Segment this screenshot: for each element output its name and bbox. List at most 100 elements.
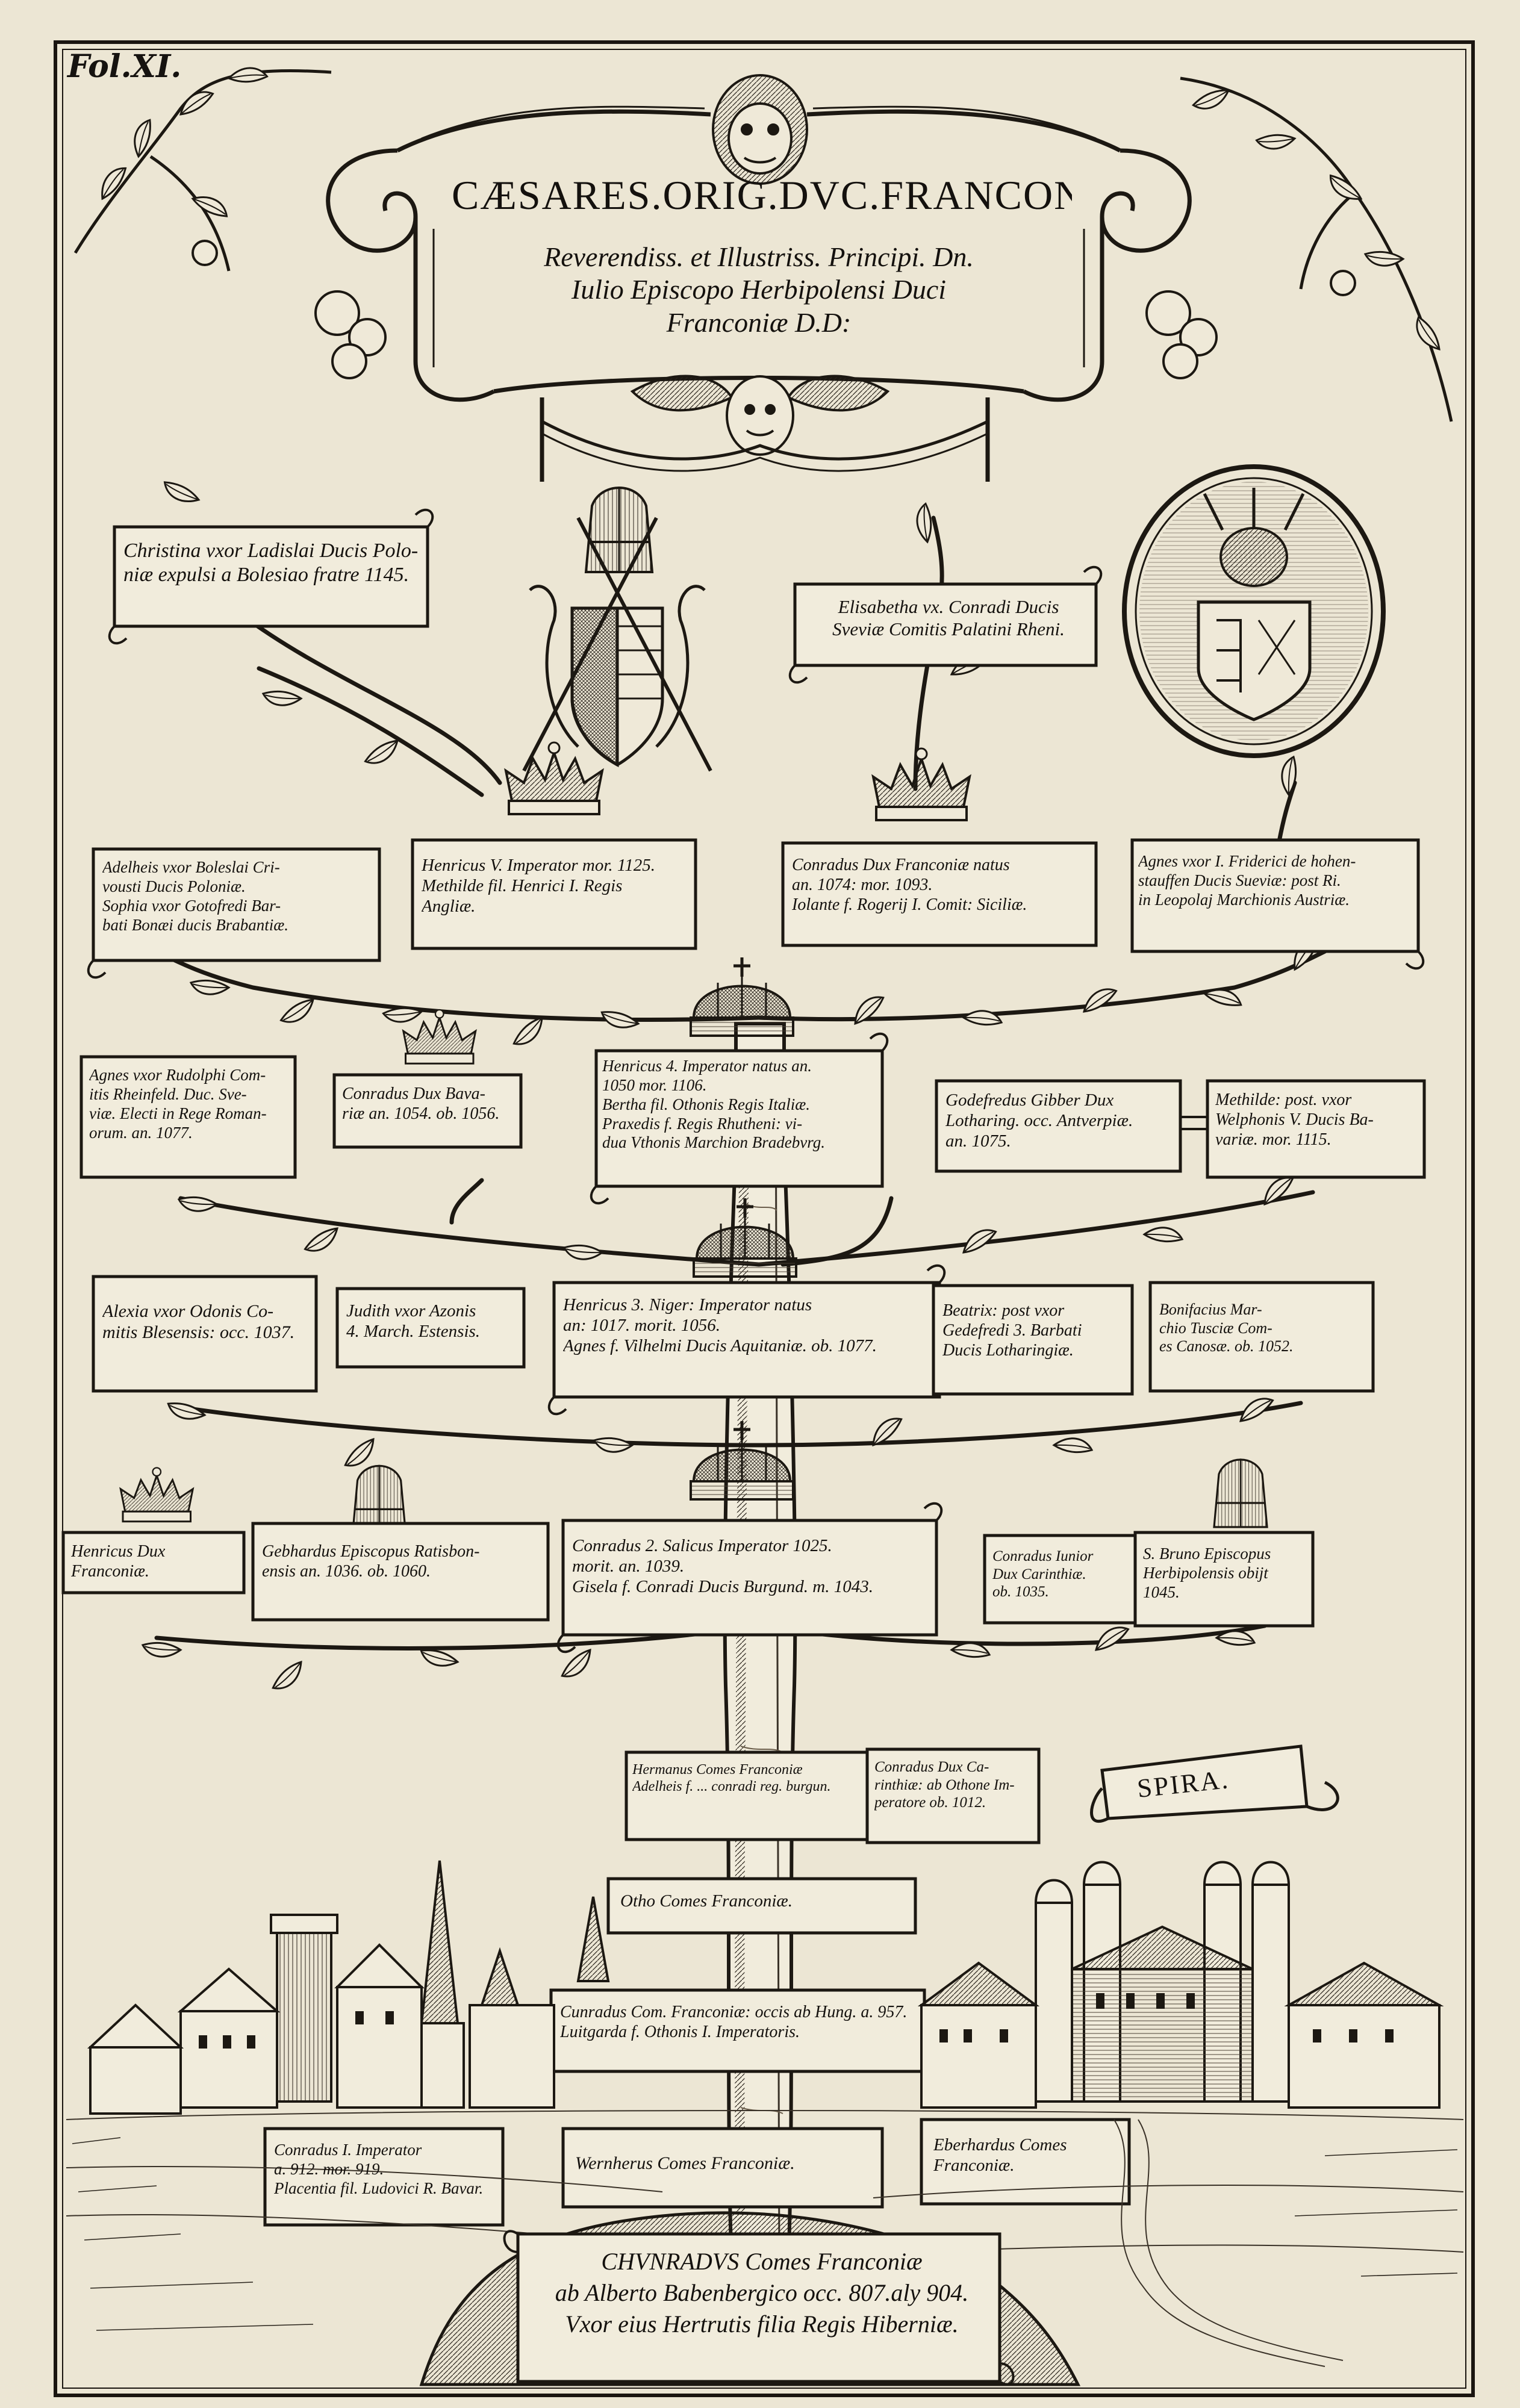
label-line: niæ expulsi a Bolesiao fratre 1145.: [123, 564, 410, 586]
label-beatrix: Beatrix: post vxor Gedefredi 3. Barbati …: [942, 1301, 1126, 1385]
label-line: an: 1017. morit. 1056.: [563, 1316, 720, 1336]
folio-number: Fol.XI.: [66, 48, 181, 85]
label-methilde: Methilde: post. vxor Welphonis V. Ducis …: [1215, 1090, 1420, 1171]
label-henricus-v: Henricus V. Imperator mor. 1125. Methild…: [422, 855, 690, 939]
label-line: Adelheis f. ... conradi reg. burgun.: [632, 1779, 831, 1795]
label-line: Conradus Dux Ca-: [874, 1759, 989, 1775]
label-agnes-hohenstauffen: Agnes vxor I. Friderici de hohen- stauff…: [1138, 852, 1415, 942]
label-line: 4. March. Estensis.: [346, 1322, 481, 1342]
label-line: Conradus Dux Franconiæ natus: [792, 856, 1010, 874]
label-line: Franconiæ.: [71, 1562, 149, 1581]
label-line: ensis an. 1036. ob. 1060.: [262, 1562, 431, 1581]
label-line: Iolante f. Rogerij I. Comit: Siciliæ.: [792, 895, 1027, 915]
label-line: variæ. mor. 1115.: [1215, 1130, 1332, 1150]
label-line: Conradus 2. Salicus Imperator 1025.: [572, 1536, 832, 1555]
label-line: itis Rheinfeld. Duc. Sve-: [89, 1084, 247, 1103]
label-line: Herbipolensis obijt: [1143, 1563, 1268, 1582]
label-line: Conradus Dux Bava-: [342, 1084, 485, 1103]
label-line: a. 912. mor. 919.: [274, 2159, 384, 2178]
label-line: Gedefredi 3. Barbati: [942, 1321, 1082, 1340]
label-cunradus: Cunradus Com. Franconiæ: occis ab Hung. …: [560, 2002, 918, 2065]
label-line: es Canosæ. ob. 1052.: [1159, 1337, 1294, 1355]
label-line: dua Vthonis Marchion Bradebvrg.: [602, 1133, 825, 1152]
label-line: Wernherus Comes Franconiæ.: [575, 2153, 795, 2173]
label-eberhardus: Eberhardus Comes Franconiæ.: [933, 2135, 1123, 2195]
label-line: chio Tusciæ Com-: [1159, 1319, 1272, 1337]
label-line: S. Bruno Episcopus: [1143, 1545, 1271, 1563]
label-line: Henricus Dux: [71, 1542, 166, 1561]
label-line: Methilde fil. Henrici I. Regis: [422, 876, 623, 896]
label-line: Sophia vxor Gotofredi Bar-: [102, 896, 281, 915]
label-line: Welphonis V. Ducis Ba-: [1215, 1110, 1374, 1130]
dedication-line-2: Iulio Episcopo Herbipolensi Duci: [571, 274, 947, 305]
label-line: mitis Blesensis: occ. 1037.: [102, 1322, 295, 1343]
label-hermannus: Hermanus Comes Franconiæ Adelheis f. ...…: [632, 1761, 870, 1834]
label-conradus-bavaria: Conradus Dux Bava- riæ an. 1054. ob. 105…: [342, 1084, 517, 1138]
label-line: an. 1074: mor. 1093.: [792, 876, 933, 895]
label-line: orum. an. 1077.: [89, 1123, 193, 1142]
root-line-1: CHVNRADVS Comes Franconiæ: [601, 2248, 923, 2275]
label-line: Lotharing. occ. Antverpiæ.: [945, 1111, 1133, 1131]
label-henricus-3: Henricus 3. Niger: Imperator natus an: 1…: [563, 1295, 936, 1391]
label-line: Sveviæ Comitis Palatini Rheni.: [832, 618, 1065, 639]
label-line: Placentia fil. Ludovici R. Bavar.: [274, 2179, 484, 2197]
label-line: Gebhardus Episcopus Ratisbon-: [262, 1542, 480, 1561]
label-alexia: Alexia vxor Odonis Co- mitis Blesensis: …: [102, 1301, 310, 1373]
label-henricus-4: Henricus 4. Imperator natus an. 1050 mor…: [602, 1057, 879, 1183]
label-line: 1045.: [1143, 1582, 1180, 1601]
label-conradus-junior: Conradus Iunior Dux Carinthiæ. ob. 1035.: [992, 1548, 1143, 1617]
label-line: Angliæ.: [422, 897, 476, 916]
label-godefredus: Godefredus Gibber Dux Lotharing. occ. An…: [945, 1090, 1174, 1165]
label-line: Otho Comes Franconiæ.: [620, 1891, 793, 1911]
label-line: Gisela f. Conradi Ducis Burgund. m. 1043…: [572, 1577, 873, 1597]
label-line: Elisabetha vx. Conradi Ducis: [838, 596, 1059, 617]
label-line: Adelheis vxor Boleslai Cri-: [102, 858, 280, 876]
label-adelheis: Adelheis vxor Boleslai Cri- vousti Ducis…: [102, 858, 373, 954]
label-line: Dux Carinthiæ.: [992, 1566, 1086, 1582]
label-otho: Otho Comes Franconiæ.: [620, 1891, 909, 1924]
label-line: in Leopolaj Marchionis Austriæ.: [1138, 890, 1350, 909]
label-line: Conradus Iunior: [992, 1548, 1094, 1564]
label-conradus-carinthia: Conradus Dux Ca- rinthiæ: ab Othone Im- …: [874, 1758, 1034, 1837]
label-line: morit. an. 1039.: [572, 1557, 685, 1576]
label-line: Luitgarda f. Othonis I. Imperatoris.: [560, 2023, 800, 2042]
label-line: an. 1075.: [945, 1131, 1011, 1151]
label-line: vousti Ducis Poloniæ.: [102, 877, 246, 895]
label-conradus-dux-franconiae: Conradus Dux Franconiæ natus an. 1074: m…: [792, 855, 1090, 939]
label-line: riæ an. 1054. ob. 1056.: [342, 1104, 500, 1124]
label-line: Eberhardus Comes: [933, 2135, 1067, 2154]
label-elisabetha: Elisabetha vx. Conradi Ducis Sveviæ Comi…: [807, 596, 1090, 656]
label-line: Cunradus Com. Franconiæ: occis ab Hung. …: [560, 2003, 908, 2021]
label-line: bati Bonæi ducis Brabantiæ.: [102, 915, 289, 934]
label-line: Bonifacius Mar-: [1159, 1301, 1262, 1318]
label-line: Alexia vxor Odonis Co-: [102, 1301, 274, 1321]
root-line-3: Vxor eius Hertrutis filia Regis Hiberniæ…: [565, 2310, 959, 2338]
label-line: stauffen Ducis Sueviæ: post Ri.: [1138, 871, 1341, 889]
label-line: Beatrix: post vxor: [942, 1301, 1065, 1320]
label-line: Conradus I. Imperator: [274, 2141, 422, 2159]
label-line: Henricus 4. Imperator natus an.: [602, 1057, 812, 1075]
label-agnes-rudolph: Agnes vxor Rudolphi Com- itis Rheinfeld.…: [89, 1066, 291, 1171]
label-line: Henricus 3. Niger: Imperator natus: [563, 1295, 812, 1314]
label-line: viæ. Electi in Rege Roman-: [89, 1104, 267, 1122]
label-judith: Judith vxor Azonis 4. March. Estensis.: [346, 1301, 521, 1361]
label-line: Franconiæ.: [933, 2156, 1015, 2176]
label-conradus-1: Conradus I. Imperator a. 912. mor. 919. …: [274, 2141, 500, 2219]
label-wernherus: Wernherus Comes Franconiæ.: [575, 2153, 876, 2189]
label-line: Agnes f. Vilhelmi Ducis Aquitaniæ. ob. 1…: [563, 1336, 877, 1356]
label-line: Bertha fil. Othonis Regis Italiæ.: [602, 1095, 810, 1113]
label-henricus-dux: Henricus Dux Franconiæ.: [71, 1542, 240, 1590]
label-line: peratore ob. 1012.: [874, 1794, 986, 1811]
label-line: Ducis Lotharingiæ.: [942, 1341, 1074, 1360]
label-bonifacius: Bonifacius Mar- chio Tusciæ Com- es Cano…: [1159, 1301, 1367, 1385]
label-conradus-2: Conradus 2. Salicus Imperator 1025. mori…: [572, 1535, 930, 1629]
dedication-line-3: Franconiæ D.D:: [666, 306, 852, 338]
label-line: 1050 mor. 1106.: [602, 1075, 707, 1094]
label-line: Henricus V. Imperator mor. 1125.: [422, 856, 656, 875]
label-line: Agnes vxor I. Friderici de hohen-: [1138, 852, 1356, 870]
label-line: Praxedis f. Regis Rhutheni: vi-: [602, 1114, 803, 1133]
root-line-2: ab Alberto Babenbergico occ. 807.aly 904…: [555, 2279, 969, 2306]
label-line: Christina vxor Ladislai Ducis Polo-: [123, 540, 419, 562]
label-line: rinthiæ: ab Othone Im-: [874, 1776, 1015, 1793]
